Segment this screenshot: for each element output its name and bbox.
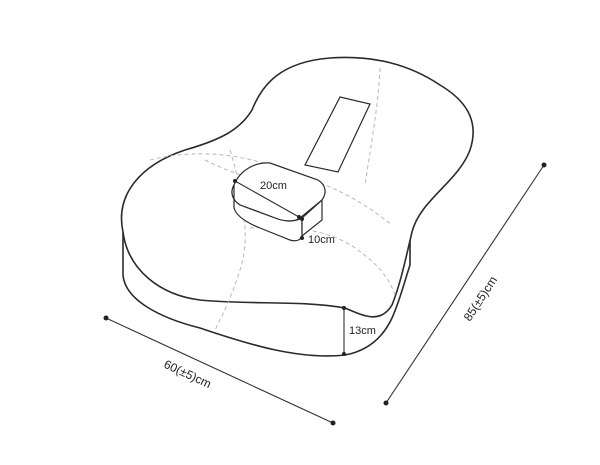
contour-line-3	[364, 67, 381, 186]
thickness-dim-dot-1	[342, 306, 346, 310]
block-width-dim-dot-1	[233, 179, 237, 183]
neck-strap	[304, 96, 371, 173]
block-height-dim-dot-2	[300, 236, 304, 240]
width-dim-line	[105, 317, 334, 424]
width-dim-dot-2	[330, 420, 336, 426]
length-dim-dot-1	[541, 162, 547, 168]
thickness-label: 13cm	[349, 325, 376, 337]
block-height-label: 10cm	[308, 234, 335, 246]
block-width-dim-dot-2	[297, 215, 301, 219]
block-width-label: 20cm	[260, 180, 287, 192]
length-dim-dot-2	[383, 400, 389, 406]
length-dim-line	[385, 164, 545, 404]
width-dim-dot-1	[103, 315, 109, 321]
block-height-dim-dot-1	[300, 217, 304, 221]
block-width-dim-line	[234, 180, 300, 218]
width-label: 60(±5)cm	[162, 357, 214, 391]
thickness-dim-dot-2	[342, 352, 346, 356]
pillow-side-wall	[122, 231, 411, 357]
